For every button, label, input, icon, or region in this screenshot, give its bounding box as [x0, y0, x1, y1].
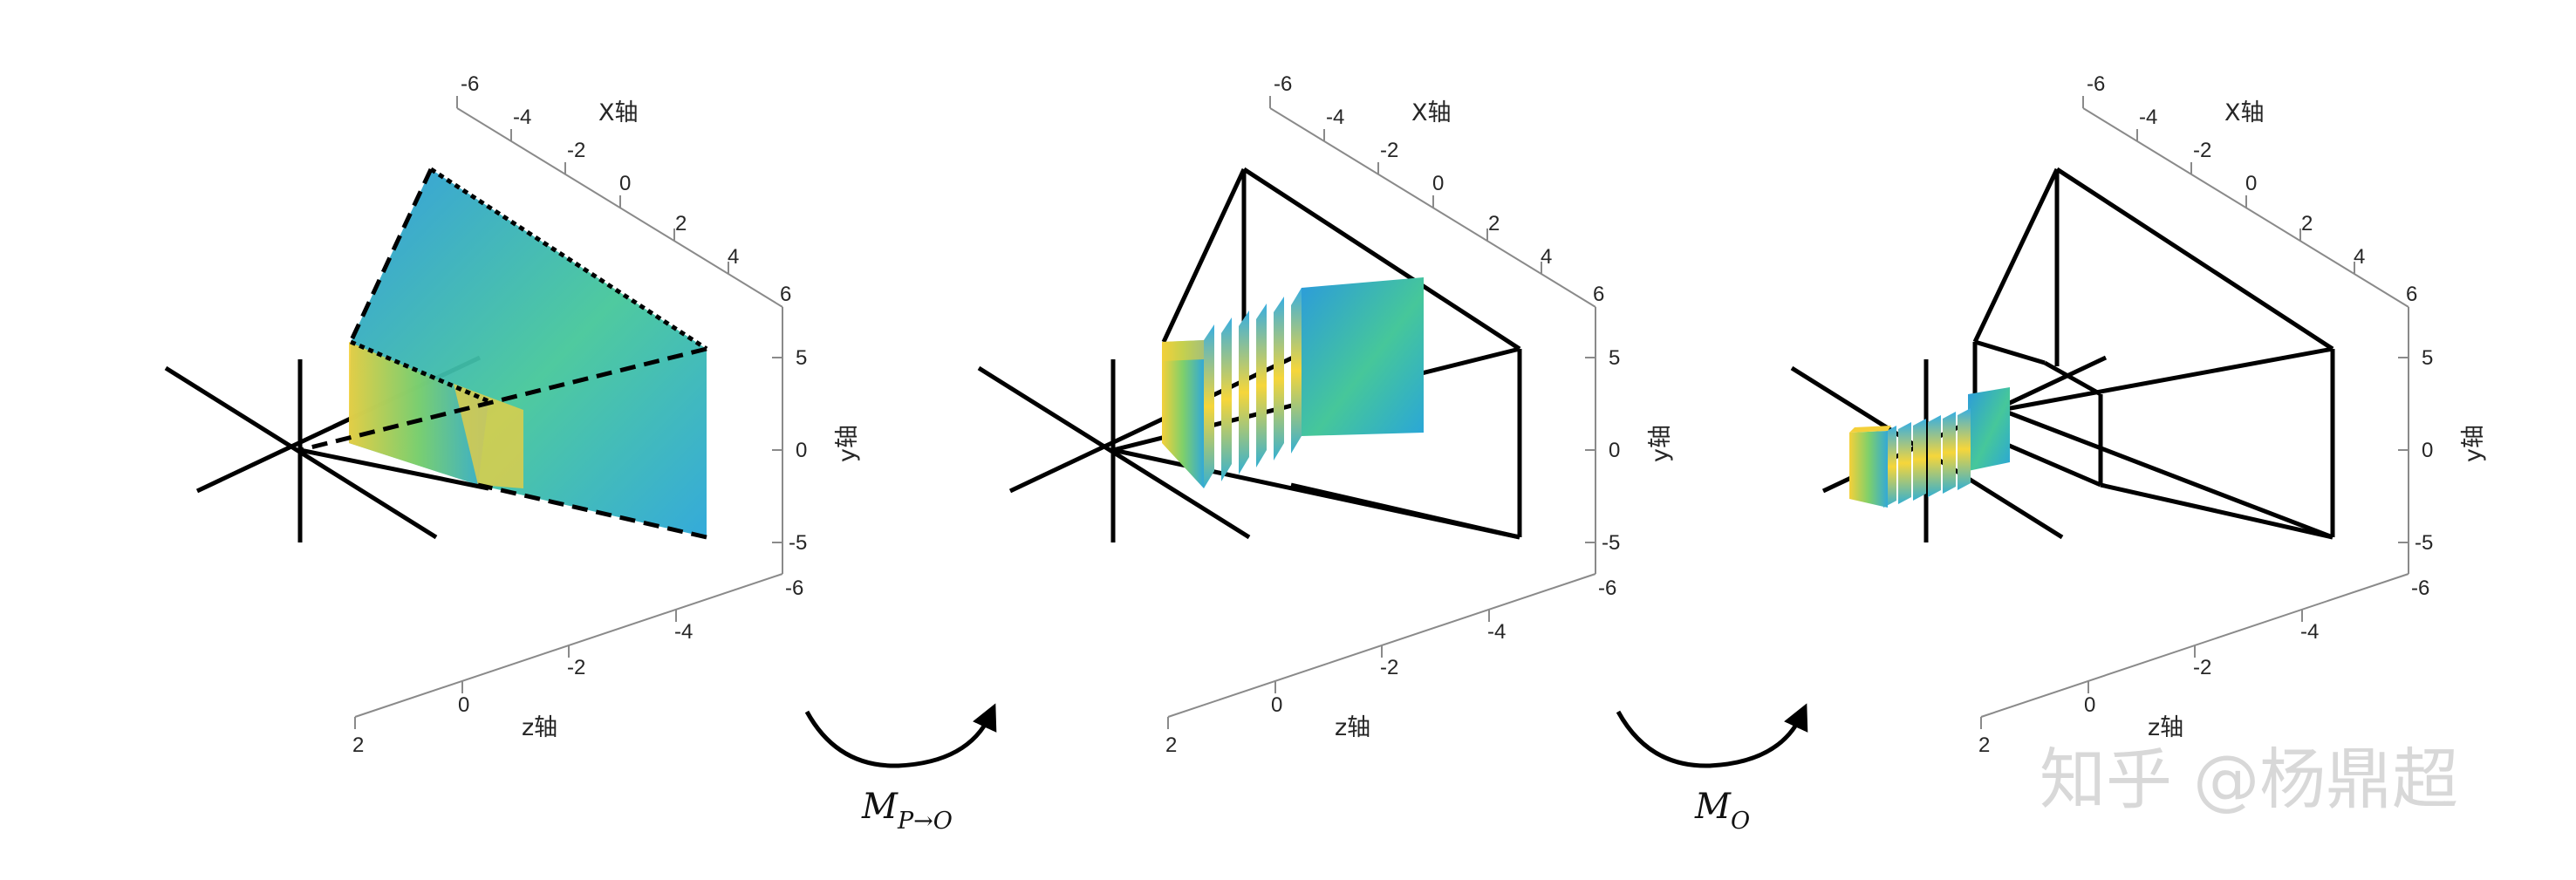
transform-label-2: MO [1694, 787, 1750, 835]
x-tick: 0 [2245, 172, 2257, 195]
frustum-edges [299, 167, 708, 540]
x-tick: -2 [567, 139, 585, 162]
z-tick: -4 [2300, 620, 2319, 644]
z-tick: -6 [785, 576, 803, 600]
x-tick: -4 [513, 106, 531, 129]
z-tick: -2 [2193, 656, 2211, 679]
x-tick: -2 [1380, 139, 1398, 162]
x-tick: 6 [780, 283, 791, 306]
y-axis-label: y轴 [1647, 425, 1674, 462]
frustum-surface [349, 169, 707, 537]
x-tick: -4 [1326, 106, 1344, 129]
z-axis-label: z轴 [1335, 714, 1370, 741]
tick-marks-2 [1167, 96, 1595, 729]
z-tick: 2 [1978, 733, 1990, 757]
x-tick: 2 [1488, 212, 1500, 235]
x-tick-labels-1: -6 -4 -2 0 2 4 6 [461, 72, 791, 306]
z-tick: -2 [567, 656, 585, 679]
curved-arrow-icon [1616, 703, 1808, 768]
panel-3: -6 -4 -2 0 2 4 6 X轴 5 0 -5 y轴 -6 -4 -2 0… [1790, 72, 2487, 757]
x-tick: 6 [2406, 283, 2417, 306]
y-tick: 0 [1609, 439, 1620, 462]
frustum-wireframe-3 [1972, 167, 2335, 540]
y-tick-labels-3: 5 0 -5 [2415, 346, 2433, 555]
z-tick: 2 [1165, 733, 1177, 757]
x-tick: 4 [728, 245, 739, 269]
z-tick: -4 [1487, 620, 1506, 644]
transform-1: MP→O [804, 703, 997, 835]
y-tick: 5 [1609, 346, 1620, 370]
panel-1: -6 -4 -2 0 2 4 6 X轴 5 0 -5 y轴 -6 -4 -2 0… [164, 72, 861, 757]
x-tick: -4 [2139, 106, 2157, 129]
z-tick: -4 [674, 620, 693, 644]
x-tick: 2 [675, 212, 687, 235]
y-tick: -5 [789, 531, 807, 555]
x-tick: 4 [1541, 245, 1552, 269]
z-tick-labels-1: -6 -4 -2 0 2 [352, 576, 803, 757]
z-tick: -6 [2411, 576, 2429, 600]
y-tick: 0 [796, 439, 807, 462]
y-tick: -5 [2415, 531, 2433, 555]
x-tick: -6 [1274, 72, 1292, 96]
x-tick: -6 [2087, 72, 2105, 96]
x-tick: -2 [2193, 139, 2211, 162]
y-axis-label: y轴 [2460, 425, 2487, 462]
z-tick: 2 [352, 733, 364, 757]
z-axis-label: z轴 [522, 714, 557, 741]
transform-label-1: MP→O [861, 787, 953, 835]
y-tick: -5 [1602, 531, 1620, 555]
z-tick-labels-3: -6 -4 -2 0 2 [1978, 576, 2429, 757]
y-axis-label: y轴 [834, 425, 861, 462]
transform-2: MO [1616, 703, 1808, 835]
z-tick: 0 [2084, 693, 2095, 717]
y-tick: 5 [796, 346, 807, 370]
slab-stack-2 [1162, 277, 1424, 488]
y-tick-labels-2: 5 0 -5 [1602, 346, 1620, 555]
x-axis-label: X轴 [2224, 99, 2265, 126]
x-tick: 4 [2354, 245, 2365, 269]
y-tick: 5 [2422, 346, 2433, 370]
x-tick: 0 [619, 172, 631, 195]
curved-arrow-icon [804, 703, 997, 768]
z-tick: -2 [1380, 656, 1398, 679]
watermark: 知乎 @杨鼎超 [2040, 740, 2458, 818]
z-tick: 0 [458, 693, 469, 717]
tick-marks-1 [354, 96, 782, 729]
x-tick-labels-2: -6 -4 -2 0 2 4 6 [1274, 72, 1604, 306]
x-tick: 2 [2301, 212, 2313, 235]
slab-stack-3 [1849, 387, 2010, 508]
x-tick: 6 [1593, 283, 1604, 306]
z-tick: 0 [1271, 693, 1282, 717]
y-tick-labels-1: 5 0 -5 [789, 346, 807, 555]
x-axis-label: X轴 [598, 99, 639, 126]
tick-marks-3 [1980, 96, 2409, 729]
z-axis-label: z轴 [2148, 714, 2183, 741]
x-tick: -6 [461, 72, 479, 96]
x-tick-labels-3: -6 -4 -2 0 2 4 6 [2087, 72, 2417, 306]
y-tick: 0 [2422, 439, 2433, 462]
z-tick: -6 [1598, 576, 1616, 600]
axis-box-3 [1980, 107, 2409, 718]
x-tick: 0 [1432, 172, 1444, 195]
panel-2: -6 -4 -2 0 2 4 6 X轴 5 0 -5 y轴 -6 -4 -2 0… [977, 72, 1674, 757]
z-tick-labels-2: -6 -4 -2 0 2 [1165, 576, 1616, 757]
x-axis-label: X轴 [1411, 99, 1452, 126]
